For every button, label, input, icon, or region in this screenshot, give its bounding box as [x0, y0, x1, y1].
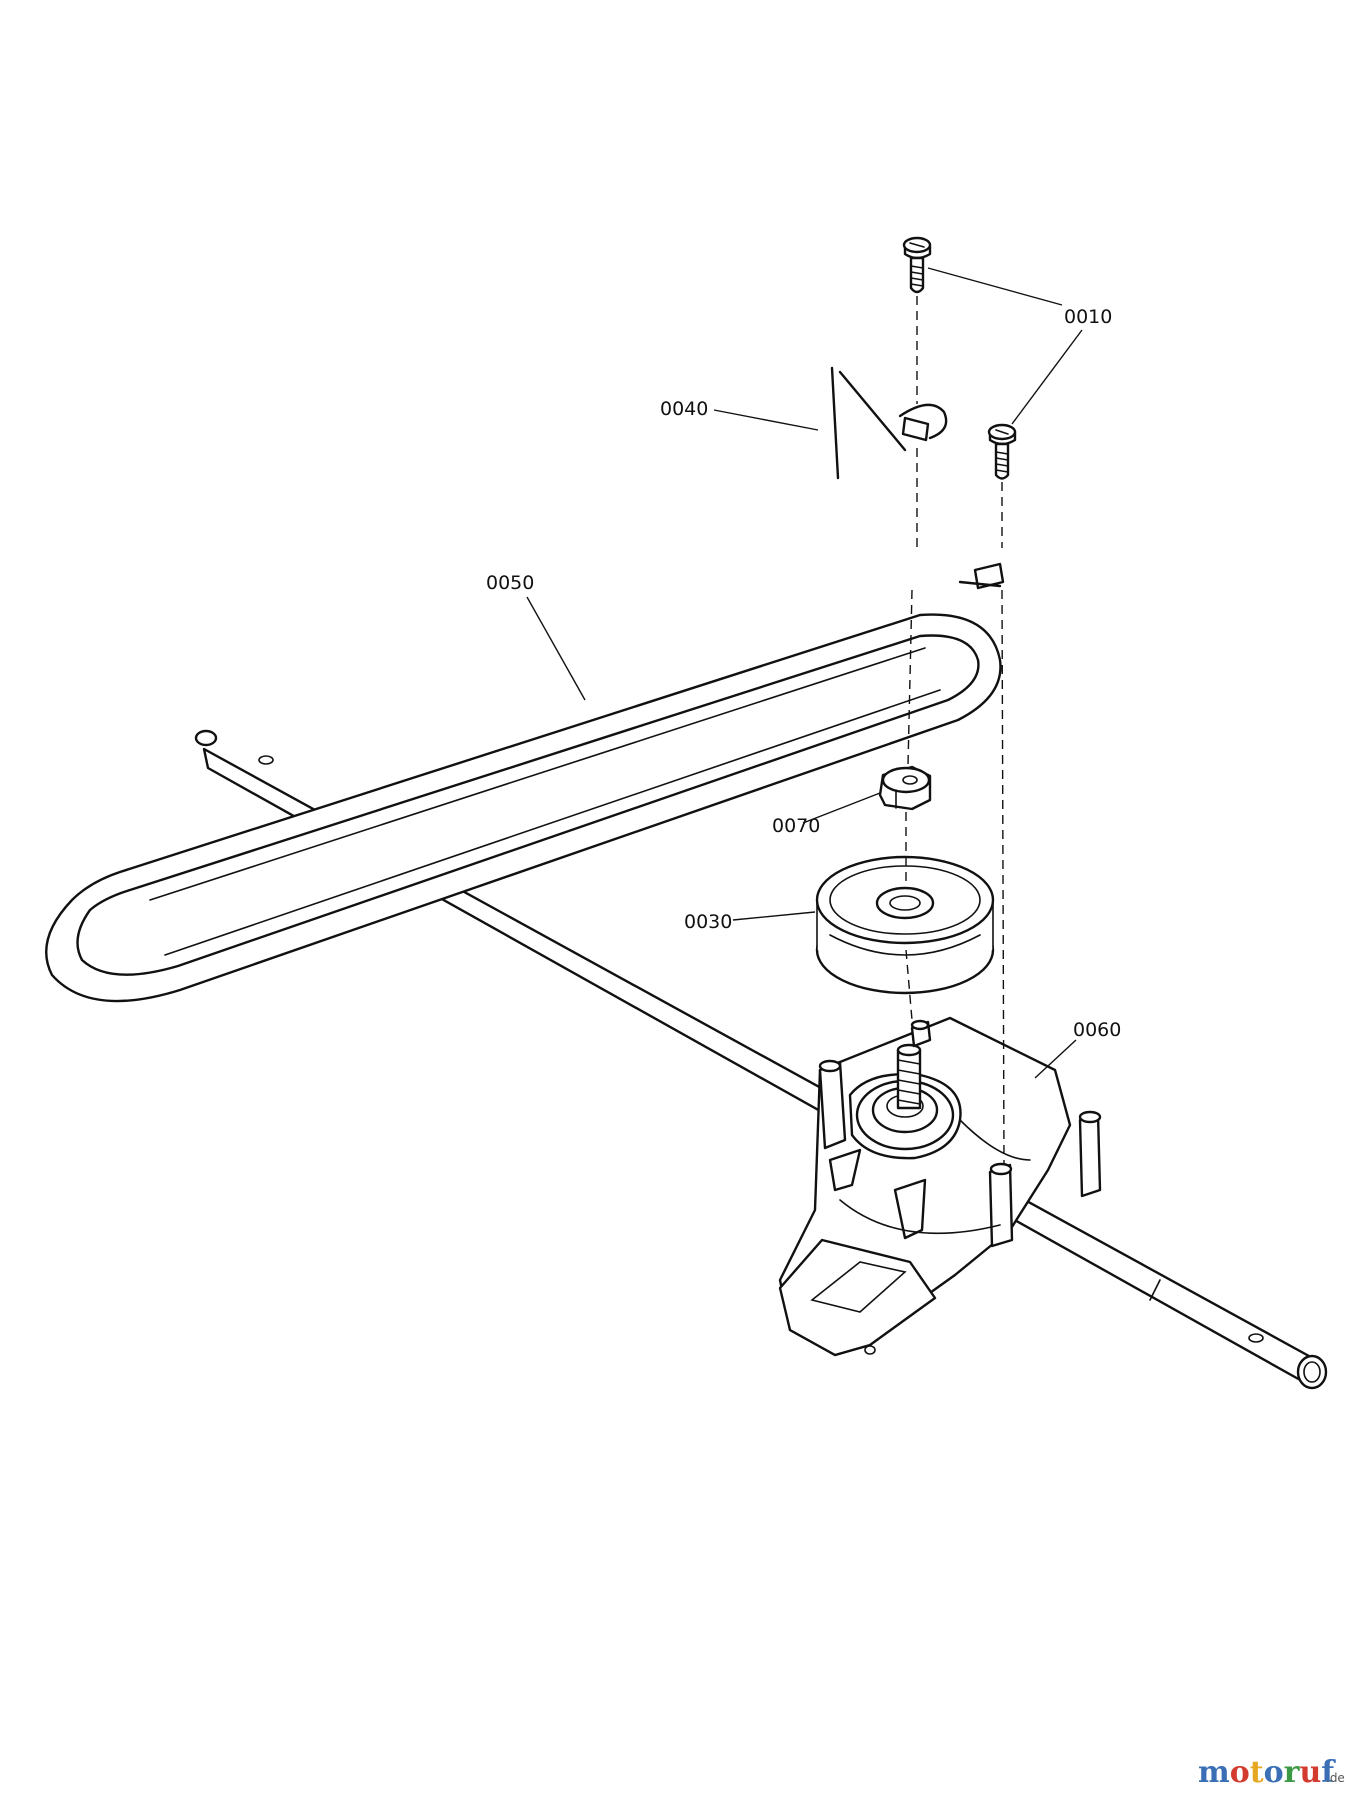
pulley [815, 855, 995, 995]
callout-0070: 0070 [772, 815, 820, 837]
screw-upper [902, 236, 932, 294]
callout-0030: 0030 [684, 911, 732, 933]
callout-labels: 0010 0030 0040 0050 0060 0070 [486, 306, 1121, 1041]
assembly-lines [905, 296, 1005, 1166]
hex-nut [878, 765, 932, 811]
callout-0060: 0060 [1073, 1019, 1121, 1041]
drive-belt [45, 613, 1002, 1003]
logo-letter: m [1198, 1755, 1230, 1790]
callout-0010: 0010 [1064, 306, 1112, 328]
logo-letter: f [1321, 1755, 1336, 1790]
logo-letter: u [1299, 1755, 1321, 1790]
logo-letter: r [1284, 1755, 1301, 1790]
screw-lower [987, 423, 1017, 480]
callout-0040: 0040 [660, 398, 708, 420]
gearbox [778, 1016, 1102, 1357]
svg-text:motoruf: motoruf [1198, 1755, 1336, 1790]
logo-suffix: .de [1326, 1771, 1345, 1785]
logo-letter: o [1264, 1755, 1284, 1790]
leader-lines [526, 267, 1083, 1079]
belt-guide [818, 366, 1021, 590]
watermark-logo: motoruf .de [1198, 1755, 1345, 1790]
callout-0050: 0050 [486, 572, 534, 594]
logo-letter: o [1230, 1755, 1250, 1790]
logo-letter: t [1250, 1755, 1264, 1790]
